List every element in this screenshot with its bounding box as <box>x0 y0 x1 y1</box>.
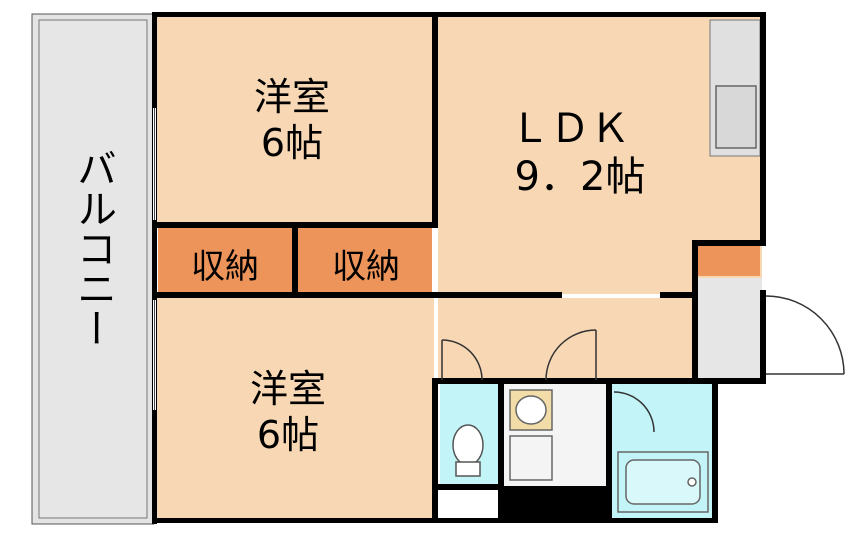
ldk-name: ＬＤＫ <box>510 106 630 152</box>
doors <box>441 295 845 433</box>
toilet <box>452 424 484 477</box>
balcony-label: バルコニー <box>70 148 116 348</box>
western-bottom-size: 6帖 <box>257 413 319 457</box>
storage-right-label: 収納 <box>332 247 400 287</box>
storage-left <box>158 228 292 292</box>
sink <box>715 85 757 149</box>
ldk-size: 9．2帖 <box>515 154 646 200</box>
washbasin <box>509 389 553 481</box>
storage-right <box>298 228 432 292</box>
western-top-size: 6帖 <box>261 121 323 165</box>
entrance <box>696 278 762 378</box>
hallway <box>438 298 696 378</box>
storage-left-label: 収納 <box>191 247 259 287</box>
room-western-top <box>156 16 434 222</box>
walls <box>152 12 766 524</box>
western-top-name: 洋室 <box>254 75 330 119</box>
bathtub <box>617 451 709 513</box>
shoe-box <box>698 246 760 276</box>
western-bottom-name: 洋室 <box>250 367 326 411</box>
room-western-bottom <box>156 298 434 520</box>
